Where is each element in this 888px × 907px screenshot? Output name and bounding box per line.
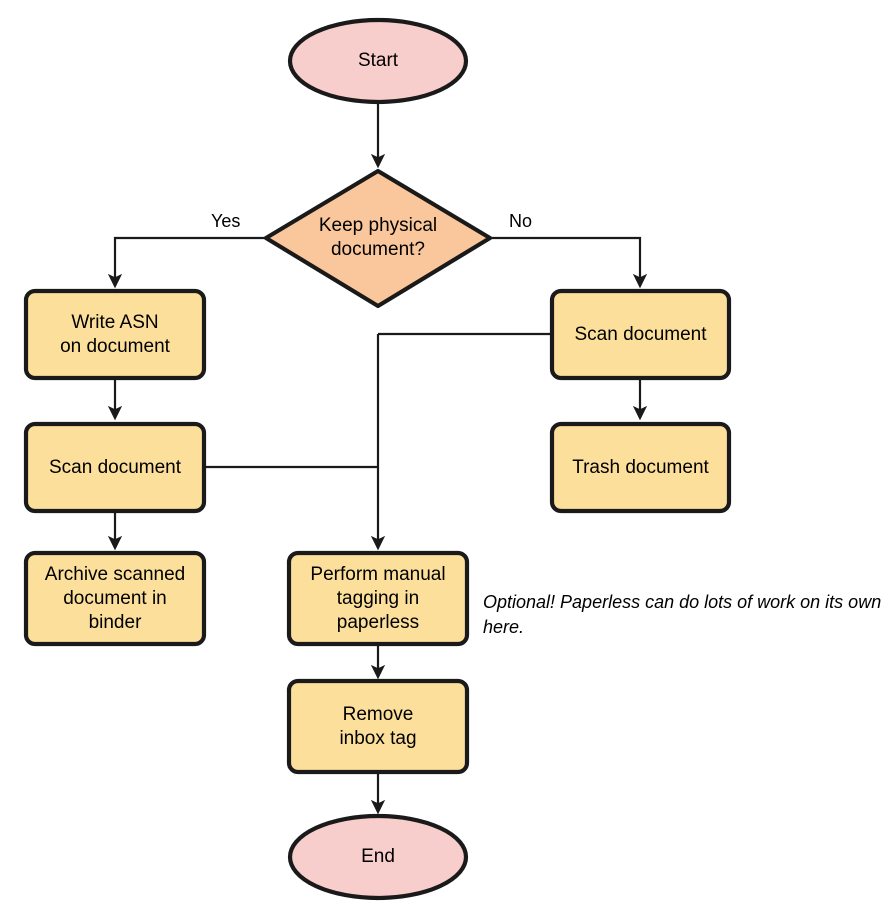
node-scan-left-shape[interactable] — [23, 421, 207, 514]
node-start-shape[interactable] — [287, 17, 469, 105]
node-remove-inbox-shape[interactable] — [286, 678, 470, 775]
node-archive-shape[interactable] — [23, 550, 207, 647]
optional-note: Optional! Paperless can do lots of work … — [483, 592, 882, 637]
node-trash-shape[interactable] — [549, 421, 732, 514]
node-write-asn-shape[interactable] — [23, 288, 207, 381]
edge-label-no: No — [509, 211, 533, 231]
node-decision-shape[interactable] — [263, 168, 493, 309]
edge-label-yes: Yes — [211, 211, 241, 231]
edge-decision-yes-to-write-asn — [107, 236, 266, 289]
node-tagging-shape[interactable] — [286, 550, 470, 647]
node-end-shape[interactable] — [287, 813, 469, 901]
node-scan-right-shape[interactable] — [549, 288, 732, 381]
edge-decision-no-to-scan-right — [490, 236, 648, 289]
